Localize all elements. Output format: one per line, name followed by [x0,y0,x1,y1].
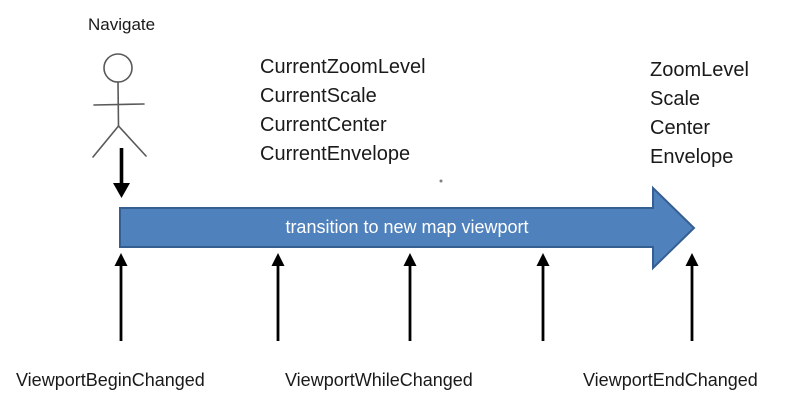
transition-arrow-shape [119,185,696,271]
actor-label: Navigate [88,15,156,34]
transition-arrow-label: transition to new map viewport [285,217,529,237]
current-property-zoomlevel: CurrentZoomLevel [260,56,426,78]
event-label-viewport-begin-changed: ViewportBeginChanged [16,370,205,390]
event-arrow-icon-5 [685,253,699,341]
new-property-center: Center [650,117,711,139]
current-property-scale: CurrentScale [260,85,377,107]
current-property-envelope: CurrentEnvelope [260,143,411,165]
new-properties-list: ZoomLevel Scale Center Envelope [650,56,749,172]
current-property-center: CurrentCenter [260,114,387,136]
transition-arrow [119,185,696,271]
event-arrow-icon-3 [403,253,417,341]
new-property-zoomlevel: ZoomLevel [650,59,749,81]
actor-pointer-down-arrow-icon [113,148,130,198]
current-properties-list: CurrentZoomLevel CurrentScale CurrentCen… [260,53,426,169]
event-arrow-icon-4 [536,253,550,341]
stray-dot [439,179,443,183]
event-label-viewport-while-changed: ViewportWhileChanged [285,370,473,390]
actor-icon [92,53,147,158]
event-arrow-icon-1 [114,253,128,341]
new-property-envelope: Envelope [650,146,734,168]
new-property-scale: Scale [650,88,701,110]
event-arrow-icon-2 [271,253,285,341]
event-label-viewport-end-changed: ViewportEndChanged [583,370,758,390]
